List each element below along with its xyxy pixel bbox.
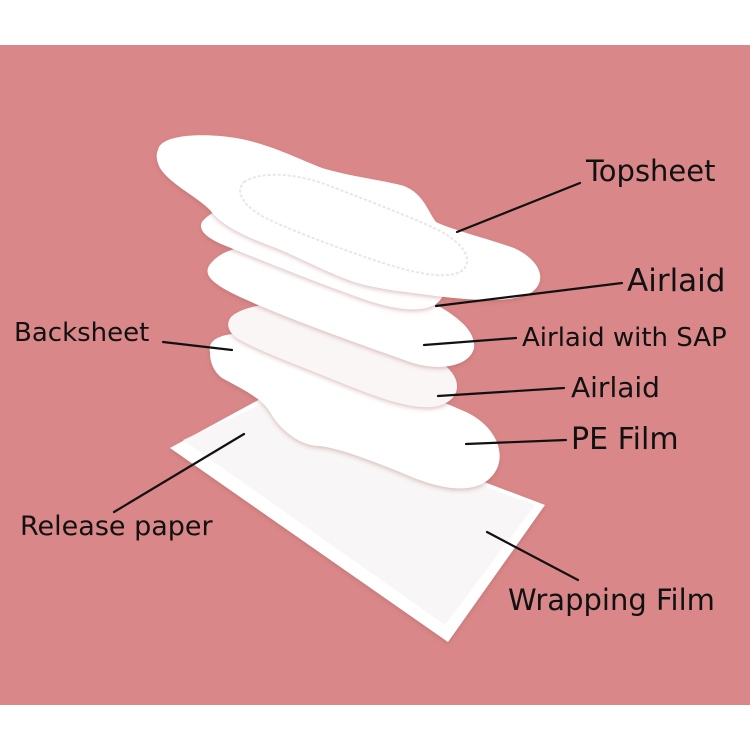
wrapping-film-leader (485, 530, 580, 582)
airlaid-sap-leader (422, 336, 518, 347)
topsheet-leader (455, 181, 582, 234)
release-paper-leader (112, 432, 246, 514)
backsheet-leader (161, 340, 234, 352)
airlaid-bottom-label: Airlaid (571, 371, 660, 404)
topsheet-label: Topsheet (586, 154, 716, 188)
pe-film-layer (209, 333, 500, 489)
airlaid-top-label: Airlaid (627, 263, 726, 299)
wrapping-film-label: Wrapping Film (508, 583, 715, 617)
release-paper-layer (183, 404, 535, 625)
airlaid-bottom-layer (228, 304, 458, 408)
pe-film-label: PE Film (571, 422, 679, 457)
release-paper-label: Release paper (20, 511, 213, 542)
backsheet-label: Backsheet (14, 318, 150, 348)
topsheet-emboss (239, 173, 469, 277)
airlaid-sap-label: Airlaid with SAP (522, 323, 727, 353)
airlaid-bottom-leader (436, 386, 566, 398)
airlaid-sap-layer (207, 245, 475, 367)
topsheet-layer (156, 135, 541, 300)
airlaid-top-leader (434, 281, 624, 308)
pe-film-leader (464, 438, 568, 446)
